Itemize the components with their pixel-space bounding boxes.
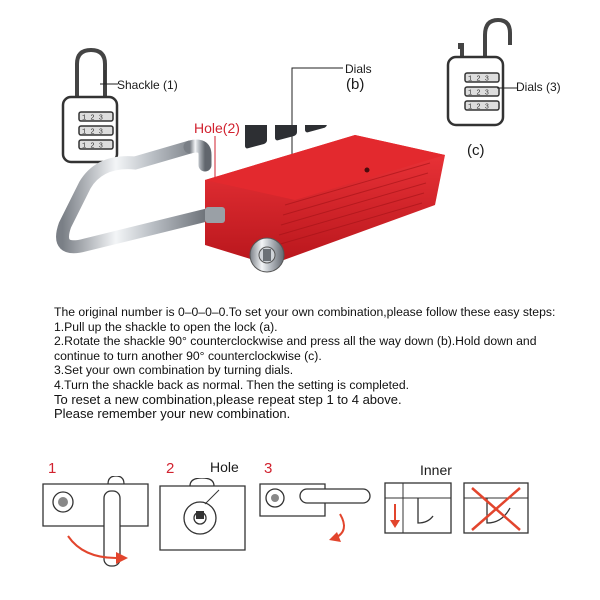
step2-hole-label: Hole	[210, 459, 239, 475]
inner-diagram-wrong	[463, 482, 529, 534]
step3-diagram	[259, 483, 371, 542]
step1-diagram	[42, 476, 149, 567]
dials3-callout-label: Dials (3)	[516, 80, 561, 94]
small-lock-illustration-c: 1 2 3 1 2 3 1 2 3	[446, 17, 512, 127]
svg-text:1 2 3: 1 2 3	[468, 104, 489, 112]
step1-number: 1	[48, 460, 57, 477]
shackle-callout-label: Shackle (1)	[117, 78, 178, 92]
instructions-step3: 3.Set your own combination by turning di…	[54, 363, 294, 378]
svg-text:1 2 3: 1 2 3	[468, 76, 489, 84]
main-red-lock-illustration	[56, 125, 445, 273]
dials-callout-label: Dials	[345, 62, 372, 76]
dials3-callout-line	[497, 87, 517, 89]
instructions-step1: 1.Pull up the shackle to open the lock (…	[54, 319, 278, 334]
dials-callout-letter: (b)	[346, 76, 365, 93]
shackle-callout-line	[100, 83, 118, 85]
small-lock-illustration-a: 1 2 3 1 2 3 1 2 3	[61, 47, 119, 164]
instructions-reset: To reset a new combination,please repeat…	[54, 391, 402, 407]
inner-diagram-correct	[384, 482, 452, 534]
instructions-block: The original number is 0–0–0–0.To set yo…	[54, 305, 564, 422]
step2-diagram	[159, 478, 246, 551]
instructions-step4: 4.Turn the shackle back as normal. Then …	[54, 377, 409, 392]
instructions-remember: Please remember your new combination.	[54, 406, 291, 422]
svg-text:1 2 3: 1 2 3	[82, 129, 103, 137]
step2-number: 2	[166, 460, 175, 477]
svg-text:1 2 3: 1 2 3	[82, 143, 103, 151]
svg-text:1 2 3: 1 2 3	[468, 90, 489, 98]
step3-number: 3	[264, 460, 273, 477]
svg-text:1 2 3: 1 2 3	[82, 115, 103, 123]
panel-c-letter: (c)	[467, 142, 485, 159]
instructions-intro: The original number is 0–0–0–0.To set yo…	[54, 305, 556, 319]
instructions-step2: 2.Rotate the shackle 90° counterclockwis…	[54, 334, 537, 363]
hole-callout-label: Hole(2)	[194, 120, 240, 136]
inner-label: Inner	[420, 462, 452, 478]
